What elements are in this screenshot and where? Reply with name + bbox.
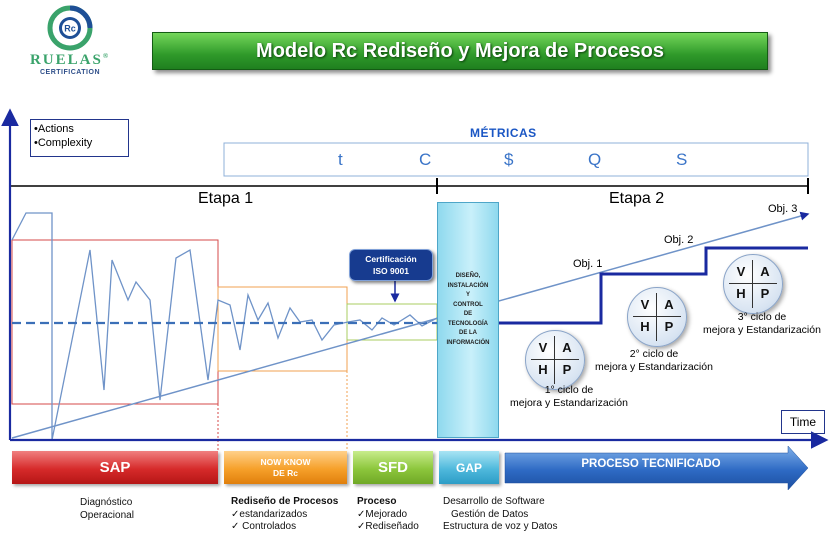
sap-desc-line-1: Diagnóstico [80, 497, 133, 508]
pdca-v: V [640, 297, 650, 312]
metrics-bracket [223, 142, 809, 177]
certification-line-1: Certificación [365, 254, 417, 264]
gap-line-8: INFORMACIÓN [446, 339, 490, 346]
phase-now-know-bar: NOW KNOW DE Rc [224, 451, 347, 484]
pdca-h: H [640, 319, 650, 334]
pdca-a: A [664, 297, 674, 312]
sap-desc-line-2: Operacional [80, 509, 134, 521]
nk-desc-item-2: ✓ Controlados [231, 521, 297, 532]
gap-line-3: Y [465, 292, 470, 298]
cycle-1-line-1: 1° ciclo de [544, 384, 594, 396]
logo-registered-mark: ® [102, 52, 111, 60]
logo-word: RUELAS [29, 52, 103, 68]
etapa-1-label: Etapa 1 [198, 190, 254, 207]
metric-dollar: $ [504, 150, 514, 169]
pdca-a: A [562, 340, 572, 355]
pdca-h: H [736, 286, 746, 301]
legend-box: •Actions •Complexity [30, 119, 129, 157]
pdca-a: A [760, 264, 770, 279]
phase-nk-line-1: NOW KNOW [260, 456, 311, 467]
trend-line [11, 211, 810, 439]
pdca-v: V [538, 340, 548, 355]
nk-description: Rediseño de Procesos ✓estandarizados ✓ C… [231, 496, 338, 534]
cycle-2-line-2: mejora y Estandarización [595, 361, 713, 373]
metricas-title: MÉTRICAS [470, 126, 537, 140]
legend-complexity: •Complexity [34, 137, 93, 149]
pdca-circle-1: V A H P [525, 330, 585, 390]
metric-s: S [676, 150, 688, 169]
cycle-3-text: 3° ciclo de mejora y Estandarización [692, 311, 832, 337]
gap-line-6: TECNOLOGÍA [448, 320, 488, 327]
pdca-p: P [760, 286, 770, 301]
nk-desc-title: Rediseño de Procesos [231, 496, 339, 507]
sfd-description: Proceso ✓Mejorado ✓Rediseñado [357, 496, 419, 534]
phase-sap-bar: SAP [12, 451, 218, 484]
metric-t: t [338, 150, 343, 169]
logo-badge-text: Rc [64, 24, 76, 34]
gap-line-7: DE LA [459, 330, 477, 336]
improvement-step-line [499, 246, 808, 325]
logo-swirl-icon: Rc [47, 5, 93, 51]
pdca-p: P [562, 362, 572, 377]
phase-sfd-bar: SFD [353, 451, 433, 484]
cycle-3-line-2: mejora y Estandarización [703, 324, 821, 336]
certification-line-2: ISO 9001 [373, 266, 409, 276]
gap-desc-line-1: Desarrollo de Software [443, 496, 545, 507]
gap-column [437, 202, 499, 438]
actions-jagged-line [11, 212, 438, 441]
sap-description: Diagnóstico Operacional [80, 497, 134, 522]
cycle-1-line-2: mejora y Estandarización [510, 397, 628, 409]
phase-nk-line-2: DE Rc [272, 467, 299, 478]
pdca-circle-2: V A H P [627, 287, 687, 347]
gap-line-5: DE [463, 311, 473, 317]
page-title: Modelo Rc Rediseño y Mejora de Procesos [152, 32, 768, 70]
legend-actions: •Actions [34, 123, 74, 135]
pdca-v: V [736, 264, 746, 279]
logo-wordmark: RUELAS® [28, 52, 112, 69]
objective-2-label: Obj. 2 [664, 234, 694, 246]
gap-description: Desarrollo de Software Gestión de Datos … [443, 496, 558, 534]
gap-desc-line-3: Estructura de voz y Datos [443, 521, 558, 532]
logo-subtitle: CERTIFICATION [39, 69, 101, 76]
gap-desc-line-2: Gestión de Datos [451, 508, 529, 520]
phase-proceso-label: PROCESO TECNIFICADO [581, 458, 721, 470]
time-axis-label: Time [781, 410, 825, 434]
cycle-2-text: 2° ciclo de mejora y Estandarización [584, 348, 724, 374]
nk-desc-item-1: ✓estandarizados [231, 508, 308, 520]
pdca-circle-3: V A H P [723, 254, 783, 314]
certification-badge: Certificación ISO 9001 [349, 249, 433, 281]
nk-region-box [217, 286, 348, 372]
phase-gap-bar: GAP [439, 451, 499, 484]
pdca-h: H [538, 362, 548, 377]
cycle-2-line-1: 2° ciclo de [629, 348, 679, 360]
cycle-3-line-1: 3° ciclo de [737, 311, 787, 323]
sfd-desc-item-1: ✓Mejorado [357, 508, 408, 520]
gap-line-1: DISEÑO, [455, 273, 481, 279]
proceso-tecnificado-arrow [504, 445, 809, 491]
cycle-1-text: 1° ciclo de mejora y Estandarización [499, 384, 639, 410]
gap-column-text: DISEÑO, INSTALACIÓN Y CONTROL DE TECNOLO… [439, 272, 497, 348]
sfd-desc-item-2: ✓Rediseñado [357, 521, 419, 532]
etapa-2-label: Etapa 2 [609, 190, 665, 207]
gap-line-4: CONTROL [453, 301, 483, 308]
metric-q: Q [588, 150, 602, 169]
pdca-p: P [664, 319, 674, 334]
gap-line-2: INSTALACIÓN [447, 282, 489, 289]
objective-1-label: Obj. 1 [573, 258, 603, 270]
sfd-desc-title: Proceso [357, 496, 397, 507]
objective-3-label: Obj. 3 [768, 203, 798, 215]
company-logo: Rc [40, 4, 100, 52]
metric-c: C [419, 150, 432, 169]
